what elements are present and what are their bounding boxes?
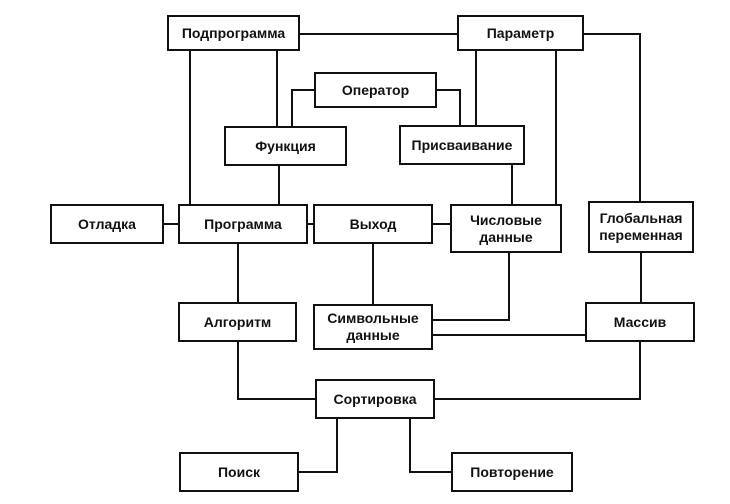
node-chislovye: Числовые данные <box>450 204 562 253</box>
node-massiv: Массив <box>585 302 695 342</box>
node-programma-label: Программа <box>204 215 282 232</box>
edge-operator-prisvaivanie <box>437 89 461 125</box>
node-funkciya-label: Функция <box>255 137 316 154</box>
node-operator: Оператор <box>314 72 437 108</box>
node-programma: Программа <box>178 204 308 244</box>
node-sortirovka-label: Сортировка <box>333 390 417 407</box>
node-vyhod: Выход <box>313 204 433 244</box>
node-parametr: Параметр <box>457 15 584 51</box>
node-vyhod-label: Выход <box>349 215 397 232</box>
node-globalnaya: Глобальная переменная <box>588 201 694 253</box>
node-chislovye-line2: данные <box>479 228 533 245</box>
node-algoritm-label: Алгоритм <box>203 313 272 330</box>
edge-massiv-sortirovka <box>435 342 641 400</box>
node-massiv-label: Массив <box>613 313 667 330</box>
node-podprogramma-label: Подпрограмма <box>181 24 286 41</box>
node-globalnaya-line2: переменная <box>599 227 683 243</box>
node-algoritm: Алгоритм <box>178 302 297 342</box>
node-otladka: Отладка <box>50 204 164 244</box>
node-otladka-label: Отладка <box>78 215 136 232</box>
edge-chislovye-simvolnye <box>433 253 510 321</box>
node-povtorenie-label: Повторение <box>470 463 554 480</box>
edge-algoritm-sortirovka <box>237 342 315 400</box>
node-povtorenie: Повторение <box>451 452 573 492</box>
node-operator-label: Оператор <box>341 81 410 98</box>
edge-operator-funkciya <box>291 89 314 126</box>
node-prisvaivanie-label: Присваивание <box>411 136 513 153</box>
node-simvolnye: Символьные данные <box>313 304 433 350</box>
node-poisk-label: Поиск <box>217 463 260 480</box>
node-poisk: Поиск <box>179 452 299 492</box>
node-simvolnye-line2: данные <box>346 327 400 343</box>
node-sortirovka: Сортировка <box>315 379 435 419</box>
node-parametr-label: Параметр <box>486 24 555 41</box>
node-chislovye-line1: Числовые <box>470 211 542 228</box>
edge-sortirovka-poisk <box>299 419 338 473</box>
node-simvolnye-line1: Символьные <box>327 310 419 326</box>
node-funkciya: Функция <box>224 126 347 166</box>
node-prisvaivanie: Присваивание <box>399 125 525 165</box>
node-podprogramma: Подпрограмма <box>167 15 300 51</box>
edge-parametr-globalnaya <box>584 33 641 201</box>
edge-sortirovka-povtorenie <box>409 419 451 473</box>
node-globalnaya-line1: Глобальная <box>599 210 683 226</box>
